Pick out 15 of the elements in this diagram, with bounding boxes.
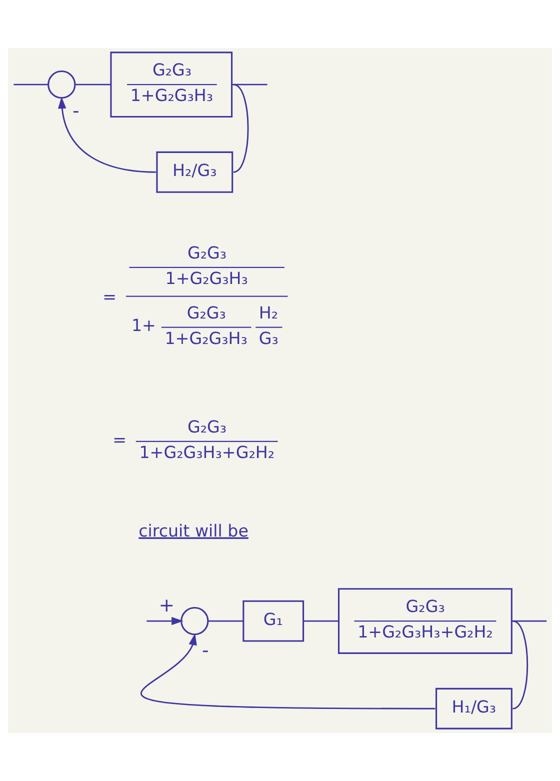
- label: H₂: [258, 303, 278, 322]
- label: =: [102, 287, 117, 306]
- label: G₂G₃: [187, 244, 227, 263]
- label: G₃: [258, 328, 278, 348]
- label: G₂G₃: [187, 418, 227, 437]
- edge-label: +: [158, 595, 175, 616]
- label: 1+G₂G₃H₃+G₂H₂: [139, 443, 275, 462]
- label: 1+: [131, 316, 156, 336]
- label: G₂G₃: [186, 303, 226, 322]
- label: circuit will be: [138, 521, 248, 540]
- edge-label: -: [202, 640, 209, 662]
- label: =: [112, 430, 127, 450]
- edge-label: -: [72, 100, 80, 122]
- label: 1+G₂G₃H₃: [164, 328, 248, 348]
- label: 1+G₂G₃H₃: [165, 269, 248, 288]
